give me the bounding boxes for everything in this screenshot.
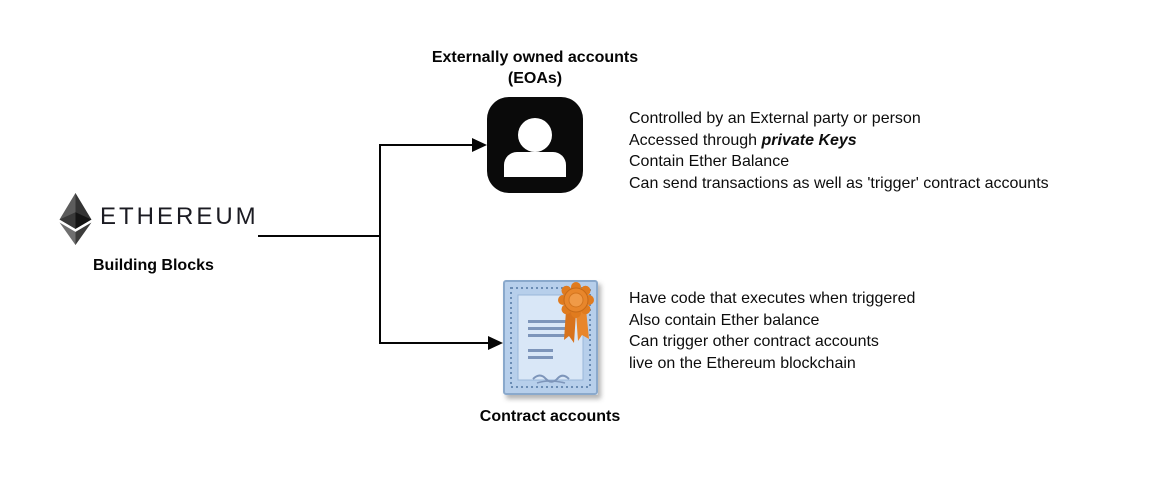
certificate-icon [503, 280, 598, 395]
connector-branch-vertical [379, 144, 381, 343]
eoa-title-line1: Externally owned accounts [431, 49, 639, 66]
contract-line-3: Can trigger other contract accounts [629, 333, 879, 351]
eoa-line-2-emphasis: private Keys [761, 131, 857, 149]
contract-accounts-label: Contract accounts [479, 408, 621, 425]
eoa-line-2: Accessed through private Keys [629, 130, 1049, 152]
contract-description: Have code that executes when triggered A… [629, 288, 915, 375]
arrowhead-to-eoa-icon [472, 138, 487, 152]
connector-top-horizontal [379, 144, 473, 146]
ribbon-seal [558, 282, 594, 343]
arrowhead-to-contract-icon [488, 336, 503, 350]
person-icon-glyph [504, 118, 566, 177]
eoa-title-line2: (EOAs) [507, 70, 563, 87]
eoa-line-3: Contain Ether Balance [629, 153, 790, 171]
person-icon [487, 97, 583, 193]
ethereum-diamond-icon [59, 193, 92, 245]
contract-line-1: Have code that executes when triggered [629, 290, 916, 307]
connector-root-horizontal [258, 235, 380, 237]
eoa-title: Externally owned accounts (EOAs) [385, 47, 685, 89]
eoa-line-4: Can send transactions as well as 'trigge… [629, 175, 1049, 193]
contract-line-4: live on the Ethereum blockchain [629, 355, 856, 373]
building-blocks-label: Building Blocks [93, 257, 214, 274]
contract-line-2: Also contain Ether balance [629, 311, 820, 329]
connector-bottom-horizontal [379, 342, 489, 344]
eoa-line-1: Controlled by an External party or perso… [629, 110, 921, 127]
ethereum-wordmark: ETHEREUM [100, 203, 259, 230]
eoa-description: Controlled by an External party or perso… [629, 108, 1049, 195]
eoa-line-2-prefix: Accessed through [629, 131, 762, 149]
